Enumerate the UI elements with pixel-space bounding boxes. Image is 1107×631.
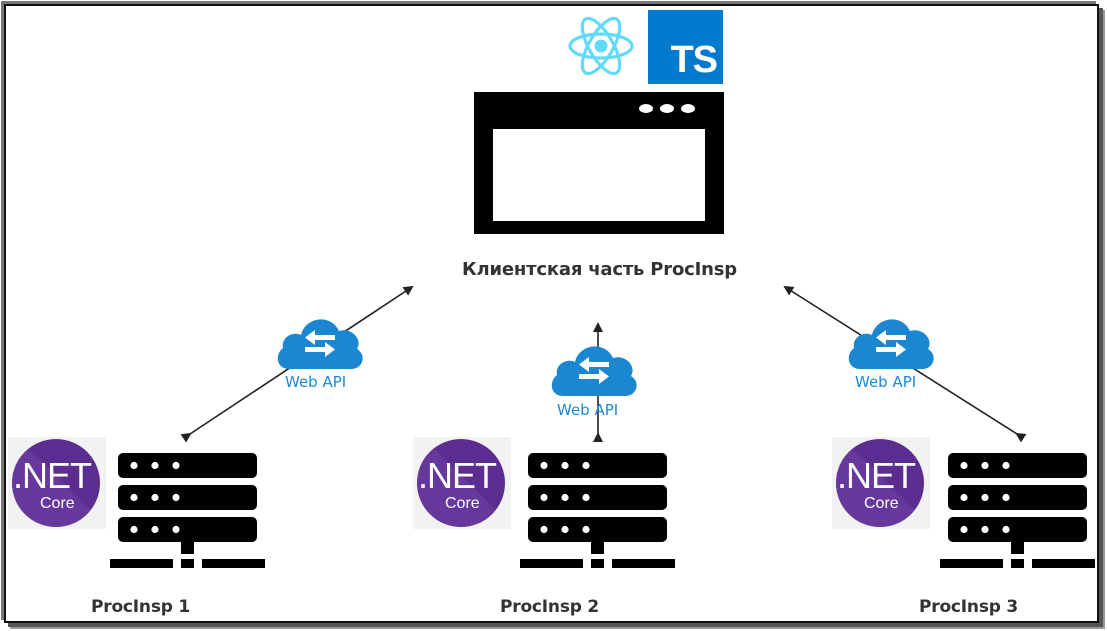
browser-viewport [493, 129, 705, 221]
server-icon [940, 453, 1100, 575]
dotnet-text: .NET [837, 455, 916, 496]
web-api-label: Web API [285, 373, 347, 391]
dotnet-core-icon: .NET Core [832, 437, 930, 529]
dotnet-text: .NET [418, 455, 497, 496]
core-text: Core [40, 495, 75, 512]
react-icon [566, 12, 636, 80]
dotnet-text: .NET [13, 455, 92, 496]
server-label: ProcInsp 3 [919, 597, 1019, 617]
server-label: ProcInsp 2 [500, 597, 600, 617]
web-api-label: Web API [855, 373, 917, 391]
typescript-text: TS [670, 39, 718, 81]
window-dot [681, 104, 695, 113]
server-icon [110, 453, 270, 575]
window-dot [660, 104, 674, 113]
cloud-icon [549, 338, 639, 398]
browser-window-icon [474, 92, 724, 234]
core-text: Core [864, 495, 899, 512]
cloud-icon [846, 311, 936, 371]
window-dot [639, 104, 653, 113]
cloud-icon [275, 311, 365, 371]
dotnet-core-icon: .NET Core [413, 437, 511, 529]
server-label: ProcInsp 1 [91, 597, 191, 617]
web-api-label: Web API [557, 401, 619, 419]
client-label: Клиентская часть ProcInsp [462, 259, 737, 280]
core-text: Core [445, 495, 480, 512]
server-icon [520, 453, 680, 575]
typescript-icon: TS [648, 10, 723, 84]
dotnet-core-icon: .NET Core [8, 437, 106, 529]
